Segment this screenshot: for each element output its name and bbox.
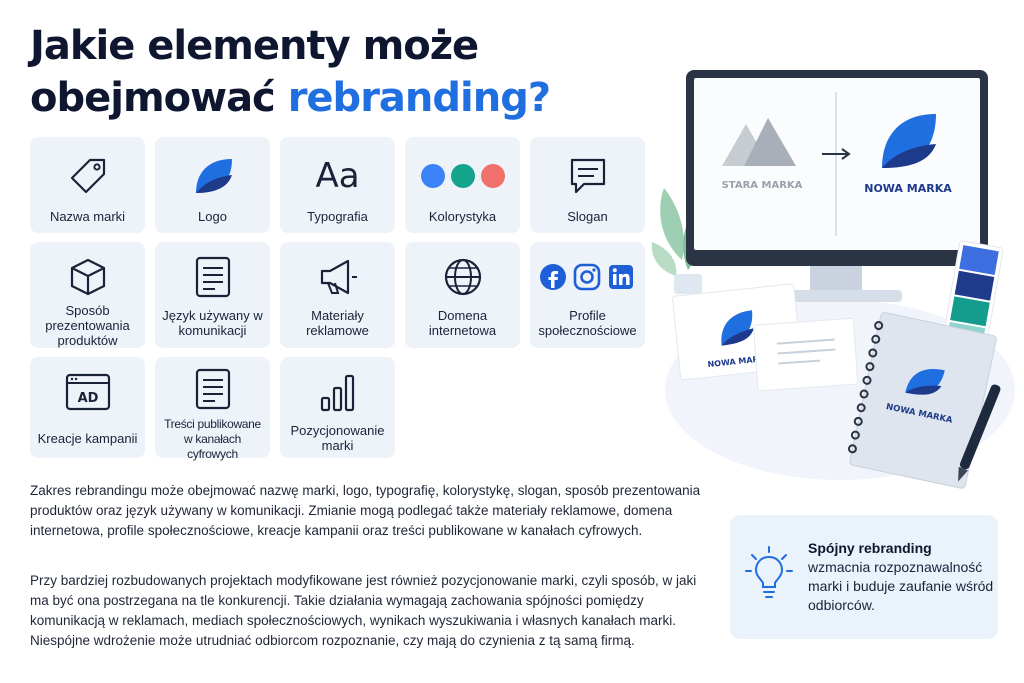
tile-nazwa-marki: Nazwa marki [30,137,145,233]
tile-label: Pozycjonowanie marki [290,423,385,453]
document-icon [195,256,230,298]
tile-slogan: Slogan [530,137,645,233]
paragraph-2: Przy bardziej rozbudowanych projektach m… [30,573,697,648]
tile-label: Kreacje kampanii [37,431,138,446]
tile-kreacje: AD Kreacje kampanii [30,357,145,458]
tile-label: Kolorystyka [428,209,497,224]
page-title: Jakie elementy może obejmować rebranding… [30,20,650,124]
tile-label: Sposób prezentowania produktów [45,303,130,348]
tile-domena: Domena internetowa [405,242,520,348]
globe-icon [444,258,481,296]
tag-icon [70,158,105,194]
tile-tresci: Treści publikowane w kanałach cyfrowych [155,357,270,461]
color-dots-icon [420,164,505,188]
tile-label: Nazwa marki [49,209,126,224]
box-icon [70,258,105,295]
tile-label: Domena internetowa [428,308,497,338]
tile-label: Slogan [567,209,608,224]
new-brand-label: NOWA MARKA [864,182,952,195]
linkedin-icon [608,265,633,289]
bar-chart-icon [320,374,354,412]
megaphone-icon [320,259,357,295]
tile-pozycjonowanie: Pozycjonowanie marki [280,357,395,458]
tile-label: Logo [198,209,227,224]
tile-logo: Logo [155,137,270,233]
ad-window-icon: AD [65,373,110,411]
callout-body: wzmacnia rozpoznawalność marki i buduje … [808,559,994,613]
instagram-icon [573,263,600,291]
tile-label: Treści publikowane w kanałach cyfrowych [164,417,261,461]
monitor: STARA MARKA NOWA MARKA [686,70,988,302]
paragraph-1: Zakres rebrandingu może obejmować nazwę … [30,483,701,538]
rebranding-illustration: STARA MARKA NOWA MARKA NOWA MARKA [650,60,1020,500]
tile-label: Materiały reklamowe [306,308,369,338]
callout-title: Spójny rebranding [808,540,932,556]
social-icons [539,263,633,291]
old-brand-label: STARA MARKA [722,180,803,191]
document-icon [195,368,230,410]
svg-text:AD: AD [77,391,98,406]
facebook-icon [539,264,566,290]
speech-bubble-icon [570,158,605,194]
tile-sposob-prezentowania: Sposób prezentowania produktów [30,242,145,348]
tile-label: Profile społecznościowe [538,308,637,338]
tile-typografia: Aa Typografia [280,137,395,233]
tile-jezyk: Język używany w komunikacji [155,242,270,348]
logo-leaf-icon [195,159,232,193]
tile-kolorystyka: Kolorystyka [405,137,520,233]
title-accent: rebranding? [287,75,551,121]
tile-profile: Profile społecznościowe [530,242,645,348]
typography-icon: Aa [315,156,360,196]
tile-label: Typografia [307,209,368,224]
title-line-2: obejmować [30,75,288,121]
lightbulb-icon [745,546,793,598]
title-line-1: Jakie elementy może [30,23,479,69]
tile-label: Język używany w komunikacji [162,308,263,338]
tile-materialy: Materiały reklamowe [280,242,395,348]
pen [958,384,1001,482]
callout-text: Spójny rebranding wzmacnia rozpoznawalno… [808,539,994,615]
callout-box: Spójny rebranding wzmacnia rozpoznawalno… [730,515,998,639]
letter-sheet [753,317,859,392]
